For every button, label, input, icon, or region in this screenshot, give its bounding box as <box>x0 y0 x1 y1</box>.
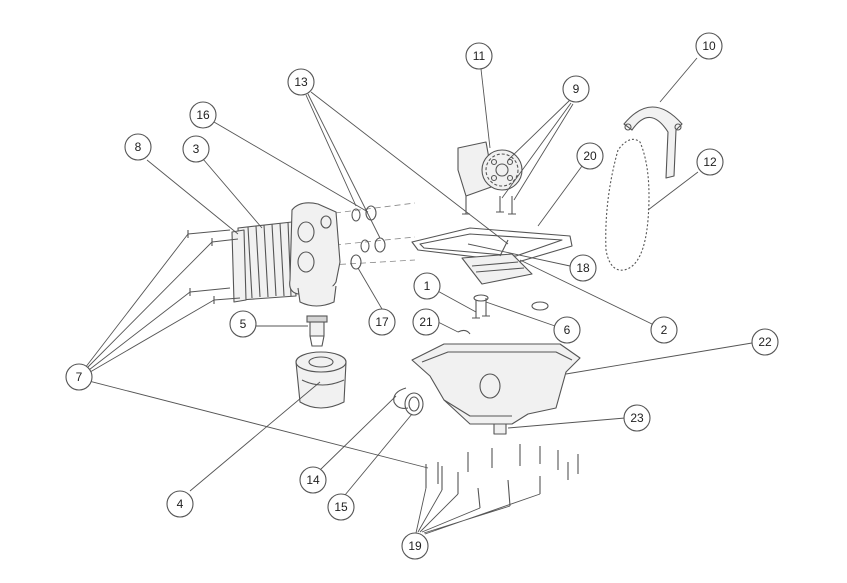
clip <box>457 329 471 335</box>
svg-text:11: 11 <box>473 49 486 63</box>
svg-text:10: 10 <box>702 39 716 53</box>
svg-text:21: 21 <box>419 315 433 329</box>
svg-text:14: 14 <box>306 473 320 487</box>
svg-text:17: 17 <box>375 315 389 329</box>
oil-pump <box>457 141 523 197</box>
callout-23: 23 <box>623 404 651 432</box>
oil-strainer <box>461 239 533 285</box>
svg-text:5: 5 <box>240 317 247 331</box>
oil-filter-housing <box>289 202 341 307</box>
svg-text:8: 8 <box>135 140 142 154</box>
svg-text:18: 18 <box>576 261 590 275</box>
svg-text:15: 15 <box>334 500 348 514</box>
snap-rings <box>393 387 424 416</box>
callout-5: 5 <box>229 310 257 338</box>
callout-14: 14 <box>299 466 327 494</box>
svg-text:7: 7 <box>76 370 83 384</box>
callout-16: 16 <box>189 101 217 129</box>
svg-text:13: 13 <box>294 75 308 89</box>
filter-connector <box>306 315 328 347</box>
svg-text:9: 9 <box>573 82 580 96</box>
callout-20: 20 <box>576 142 604 170</box>
oil-filter <box>295 351 347 409</box>
callout-21: 21 <box>412 308 440 336</box>
callout-13: 13 <box>287 68 315 96</box>
strainer-seal <box>531 301 549 311</box>
svg-text:6: 6 <box>564 323 571 337</box>
callout-17: 17 <box>368 308 396 336</box>
callout-11: 11 <box>465 42 493 70</box>
svg-text:20: 20 <box>583 149 597 163</box>
svg-text:22: 22 <box>758 335 772 349</box>
alignment-lines <box>329 202 416 266</box>
callout-15: 15 <box>327 493 355 521</box>
callout-10: 10 <box>695 32 723 60</box>
svg-text:23: 23 <box>630 411 644 425</box>
callout-6: 6 <box>553 316 581 344</box>
strainer-bolts <box>472 294 490 319</box>
callout-19: 19 <box>401 532 429 560</box>
callout-1: 1 <box>413 272 441 300</box>
leader-lines <box>84 57 753 535</box>
callout-8: 8 <box>124 133 152 161</box>
oil-pan <box>411 343 581 425</box>
callout-7: 7 <box>65 363 93 391</box>
chain-guide <box>623 106 683 179</box>
callout-2: 2 <box>650 316 678 344</box>
svg-text:16: 16 <box>196 108 210 122</box>
callout-9: 9 <box>562 75 590 103</box>
svg-text:19: 19 <box>408 539 422 553</box>
timing-chain <box>605 138 650 271</box>
callout-18: 18 <box>569 254 597 282</box>
svg-text:1: 1 <box>424 279 431 293</box>
svg-text:12: 12 <box>703 155 717 169</box>
svg-text:4: 4 <box>177 497 184 511</box>
svg-text:3: 3 <box>193 142 200 156</box>
pump-bolts <box>462 196 516 215</box>
callout-3: 3 <box>182 135 210 163</box>
callout-12: 12 <box>696 148 724 176</box>
callout-4: 4 <box>166 490 194 518</box>
svg-text:2: 2 <box>661 323 668 337</box>
callout-22: 22 <box>751 328 779 356</box>
oil-cooler <box>231 221 297 303</box>
oil-pan-bolts <box>425 444 579 509</box>
drain-plug <box>493 423 507 435</box>
oil-pan-gasket <box>411 227 573 263</box>
